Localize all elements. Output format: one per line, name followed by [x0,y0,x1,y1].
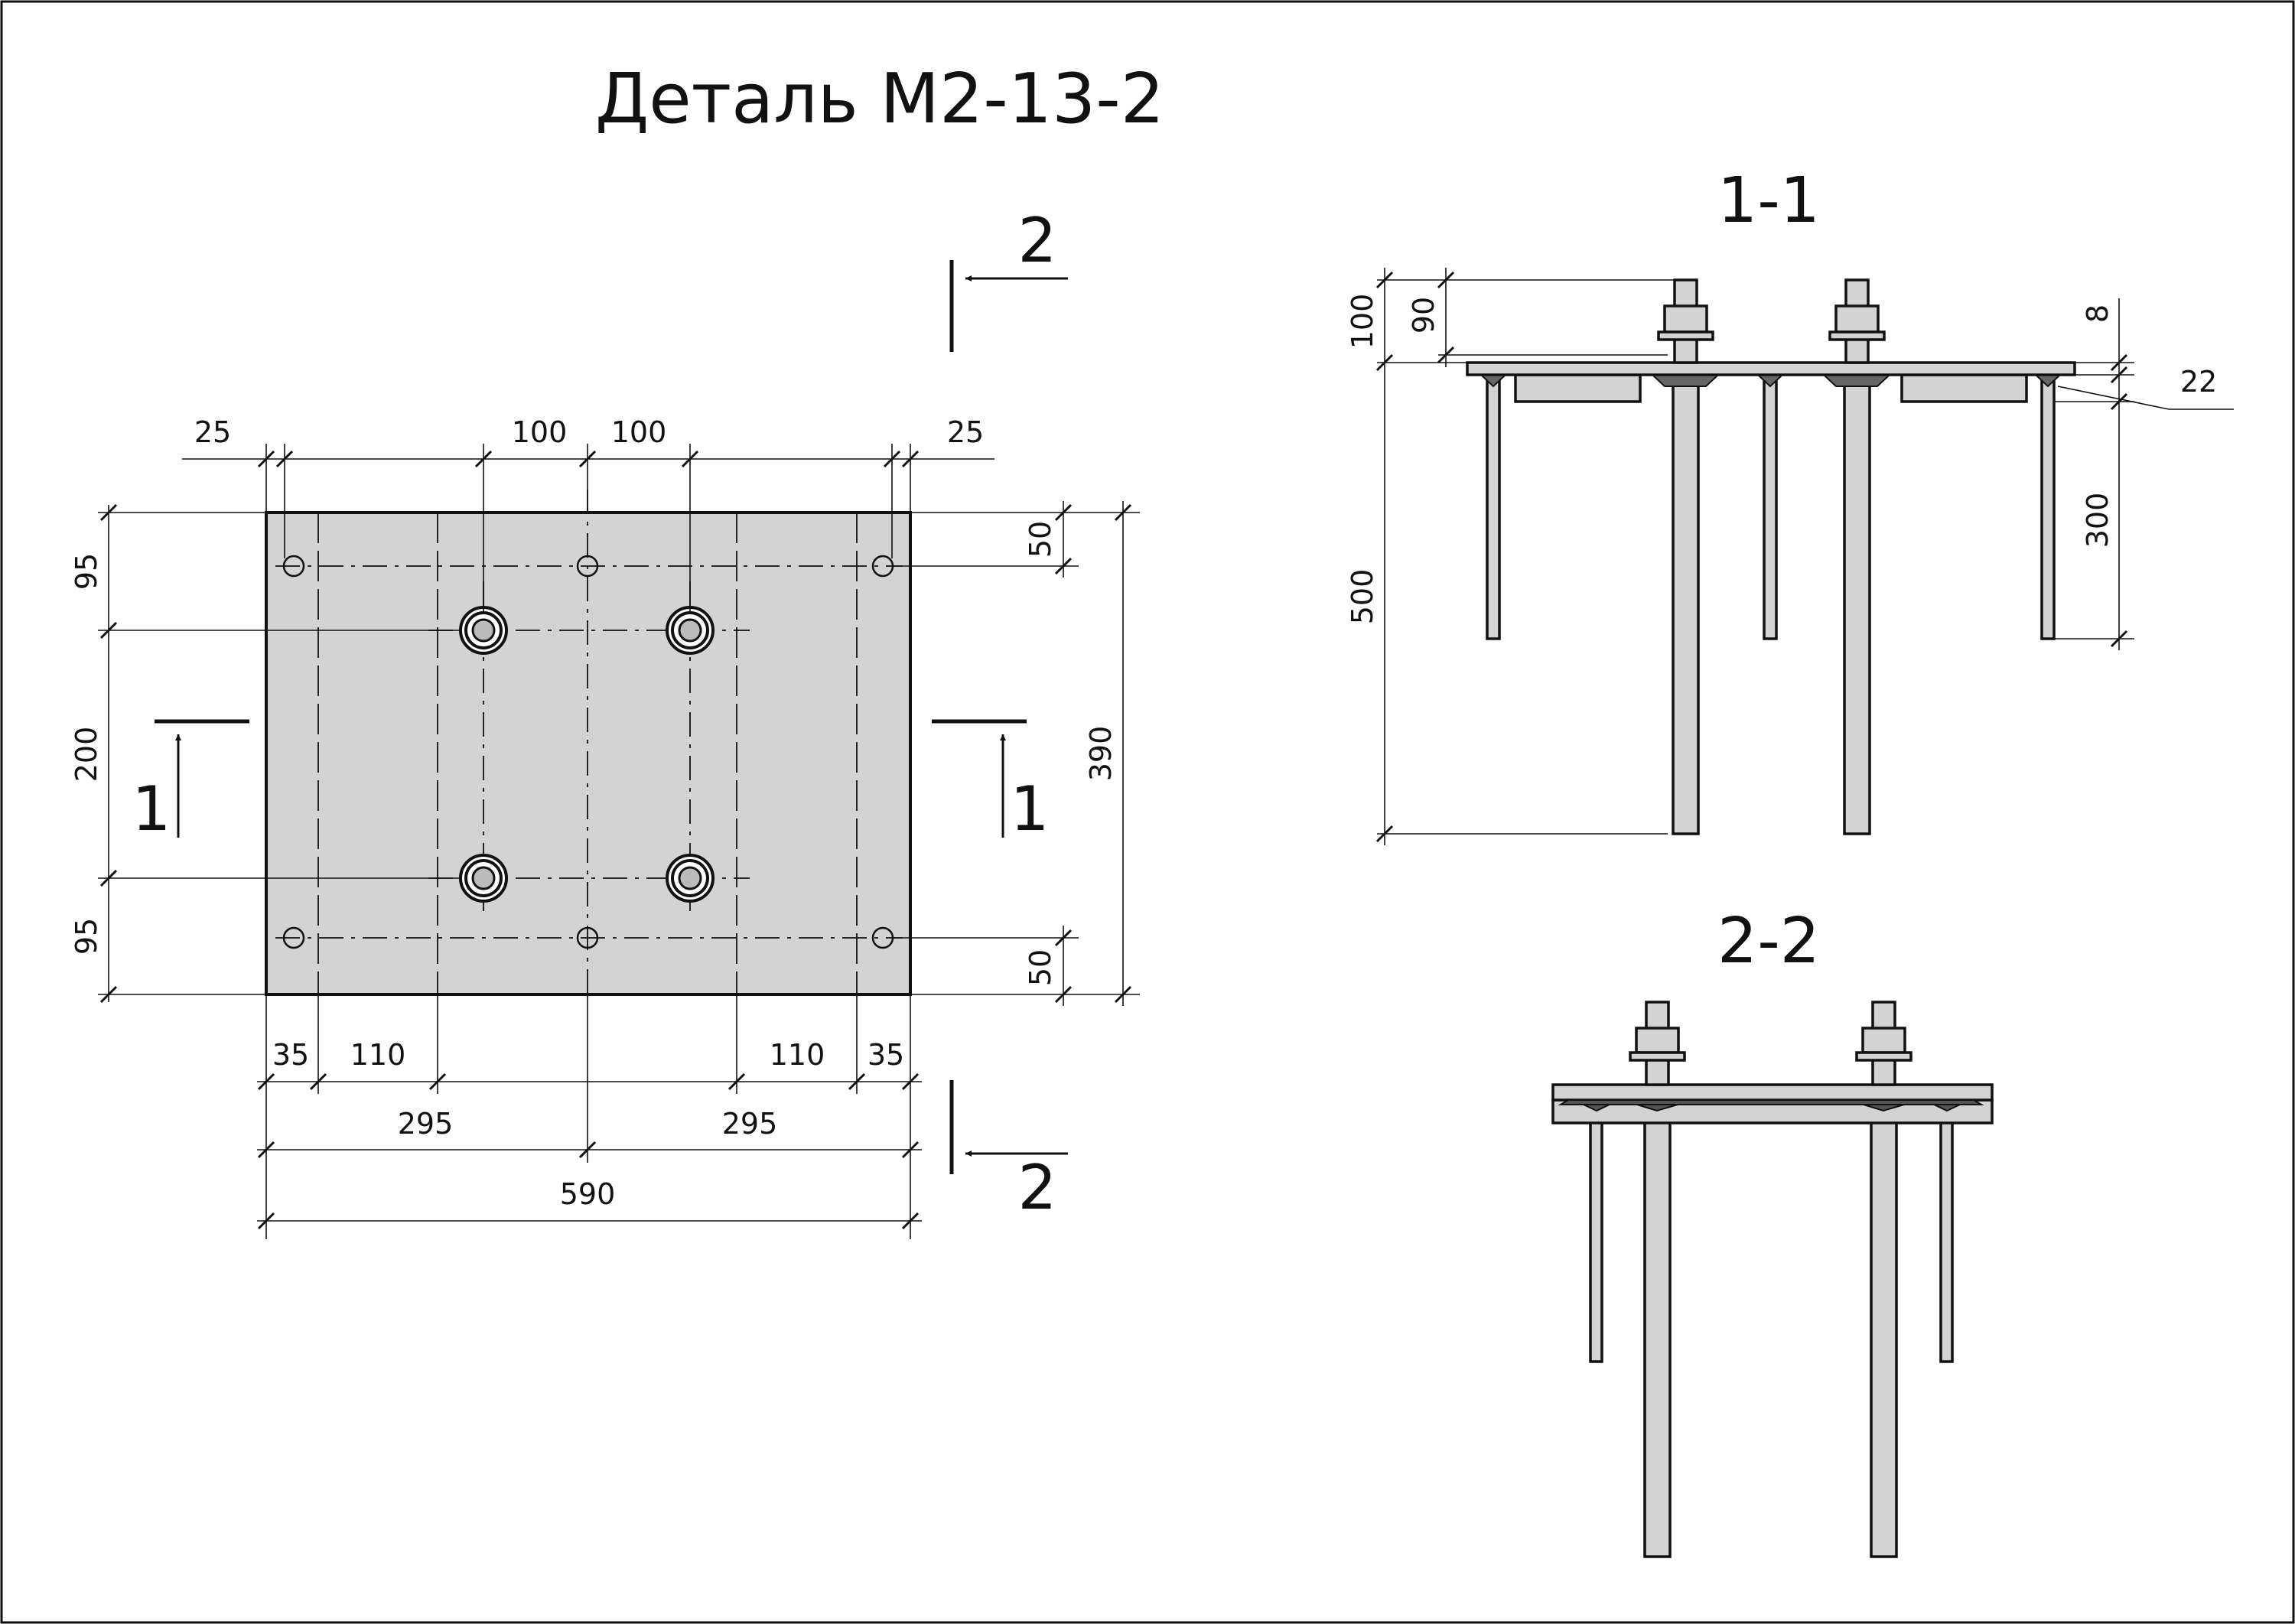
small-hole [576,555,599,578]
dim-s11-300: 300 [2081,493,2114,548]
dim-bottom-110-left: 110 [350,1038,406,1072]
base-plate [265,511,912,996]
dim-top-100-left: 100 [512,415,568,449]
small-hole [282,926,305,949]
cut-mark-1-left: 1 [132,719,249,845]
section-1-1-title: 1-1 [1717,164,1820,237]
svg-text:2: 2 [1018,205,1057,276]
dim-bottom-35-right: 35 [868,1038,904,1072]
small-hole [576,926,599,949]
plan-view: 25 100 100 25 95 200 95 [70,205,1140,1239]
dim-left-95-top: 95 [70,553,103,590]
anchor-bolt [666,854,715,903]
svg-text:1: 1 [1011,773,1050,845]
anchor-bolt [459,854,508,903]
plan-right-dimensions: 50 390 50 [892,501,1140,1006]
svg-text:1: 1 [132,773,171,845]
bolt-top [1855,1001,1912,1086]
bolt-top [1657,278,1714,364]
bolt-top [1629,1001,1686,1086]
dim-bottom-295-right: 295 [722,1107,778,1141]
dim-s11-90: 90 [1407,297,1440,334]
cut-mark-1-right: 1 [932,719,1050,845]
svg-text:2: 2 [1018,1152,1057,1223]
dim-left-95-bottom: 95 [70,918,103,955]
small-hole [282,555,305,578]
plan-left-dimensions: 95 200 95 [70,503,459,1004]
section-2-2: 2-2 [1551,905,1994,1558]
dim-bottom-590: 590 [560,1177,616,1211]
dim-s11-100: 100 [1346,294,1379,350]
dim-left-200: 200 [70,727,103,783]
plan-top-dimensions: 25 100 100 25 [182,415,994,612]
dim-top-25-left: 25 [194,415,231,449]
cut-mark-2-top: 2 [949,205,1068,352]
drawing-title: Деталь М2-13-2 [595,59,1164,139]
dim-bottom-35-left: 35 [272,1038,309,1072]
dim-bottom-110-right: 110 [770,1038,825,1072]
section-2-2-title: 2-2 [1717,905,1820,978]
plan-bottom-dimensions: 35 110 110 35 295 295 590 [257,994,922,1239]
dim-s11-500: 500 [1346,569,1379,625]
dim-top-25-right: 25 [947,415,984,449]
section-1-1: 1-1 [1346,164,2234,845]
dim-right-50-top: 50 [1024,521,1057,558]
dim-s11-8: 8 [2081,304,2114,323]
bolt-top [1828,278,1886,364]
cut-mark-2-bottom: 2 [949,1080,1068,1223]
dim-bottom-295-left: 295 [398,1107,454,1141]
dim-right-390: 390 [1084,726,1118,782]
anchor-bolt [459,606,508,655]
anchor-bolt [666,606,715,655]
dim-top-100-right: 100 [611,415,667,449]
dim-s11-22: 22 [2180,365,2217,399]
dim-right-50-bottom: 50 [1024,949,1057,986]
